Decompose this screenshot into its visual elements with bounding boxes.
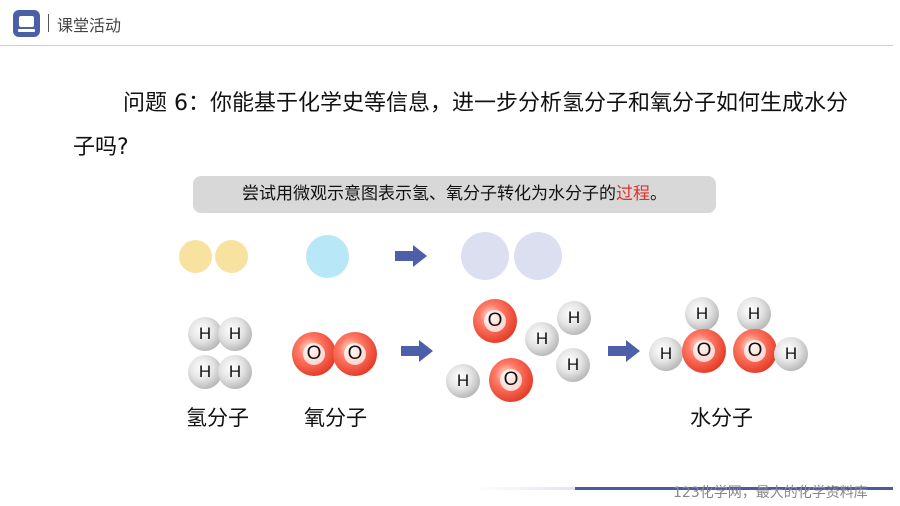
water-molecule-label: 水分子 (690, 406, 753, 430)
hydrogen-atom: H (446, 364, 480, 398)
hint-box: 尝试用微观示意图表示氢、氧分子转化为水分子的过程。 (193, 176, 716, 213)
oxygen-atom: O (682, 329, 726, 373)
oxygen-blank-circle (306, 235, 349, 278)
hydrogen-atom: H (188, 355, 222, 389)
hydrogen-blank-circle-1 (179, 240, 212, 273)
hydrogen-atom: H (188, 317, 222, 351)
question-text: 问题 6：你能基于化学史等信息，进一步分析氢分子和氧分子如何生成水分子吗? (73, 91, 848, 160)
water-blank-circle-2 (514, 232, 562, 280)
header-divider (48, 14, 49, 32)
oxygen-atom-label: O (744, 340, 766, 362)
watermark-text: 123化学网，最大的化学资料库 (673, 485, 868, 501)
classroom-logo-icon (13, 10, 40, 37)
hydrogen-atom: H (525, 322, 559, 356)
oxygen-atom-label: O (500, 369, 522, 391)
oxygen-atom-label: O (693, 340, 715, 362)
oxygen-atom-label: O (484, 310, 506, 332)
hydrogen-atom: H (649, 337, 683, 371)
hint-suffix: 。 (650, 184, 667, 204)
arrow-right-icon (395, 245, 427, 267)
water-blank-circle-1 (461, 232, 509, 280)
hydrogen-atom: H (218, 317, 252, 351)
hydrogen-atom: H (218, 355, 252, 389)
hydrogen-atom: H (685, 297, 719, 331)
arrow-right-icon (401, 340, 433, 362)
hint-highlight: 过程 (616, 184, 650, 204)
hydrogen-molecule-label: 氢分子 (186, 406, 249, 430)
oxygen-atom-label: O (303, 343, 325, 365)
hint-prefix: 尝试用微观示意图表示氢、氧分子转化为水分子的 (242, 184, 616, 204)
oxygen-molecule-label: 氧分子 (304, 406, 367, 430)
oxygen-atom-label: O (344, 343, 366, 365)
footer-rule (575, 487, 893, 490)
oxygen-atom: O (333, 332, 377, 376)
hydrogen-atom: H (556, 348, 590, 382)
header-title: 课堂活动 (57, 16, 122, 35)
oxygen-atom: O (733, 329, 777, 373)
hydrogen-atom: H (557, 301, 591, 335)
arrow-right-icon (608, 340, 640, 362)
oxygen-atom: O (489, 358, 533, 402)
hydrogen-atom: H (774, 337, 808, 371)
oxygen-atom: O (473, 299, 517, 343)
hint-text: 尝试用微观示意图表示氢、氧分子转化为水分子的过程。 (193, 176, 716, 213)
header-bar: 课堂活动 (0, 0, 900, 45)
oxygen-atom: O (292, 332, 336, 376)
hydrogen-atom: H (737, 297, 771, 331)
header-rule (0, 45, 893, 46)
hydrogen-blank-circle-2 (215, 240, 248, 273)
footer-rule-fade (473, 487, 663, 490)
